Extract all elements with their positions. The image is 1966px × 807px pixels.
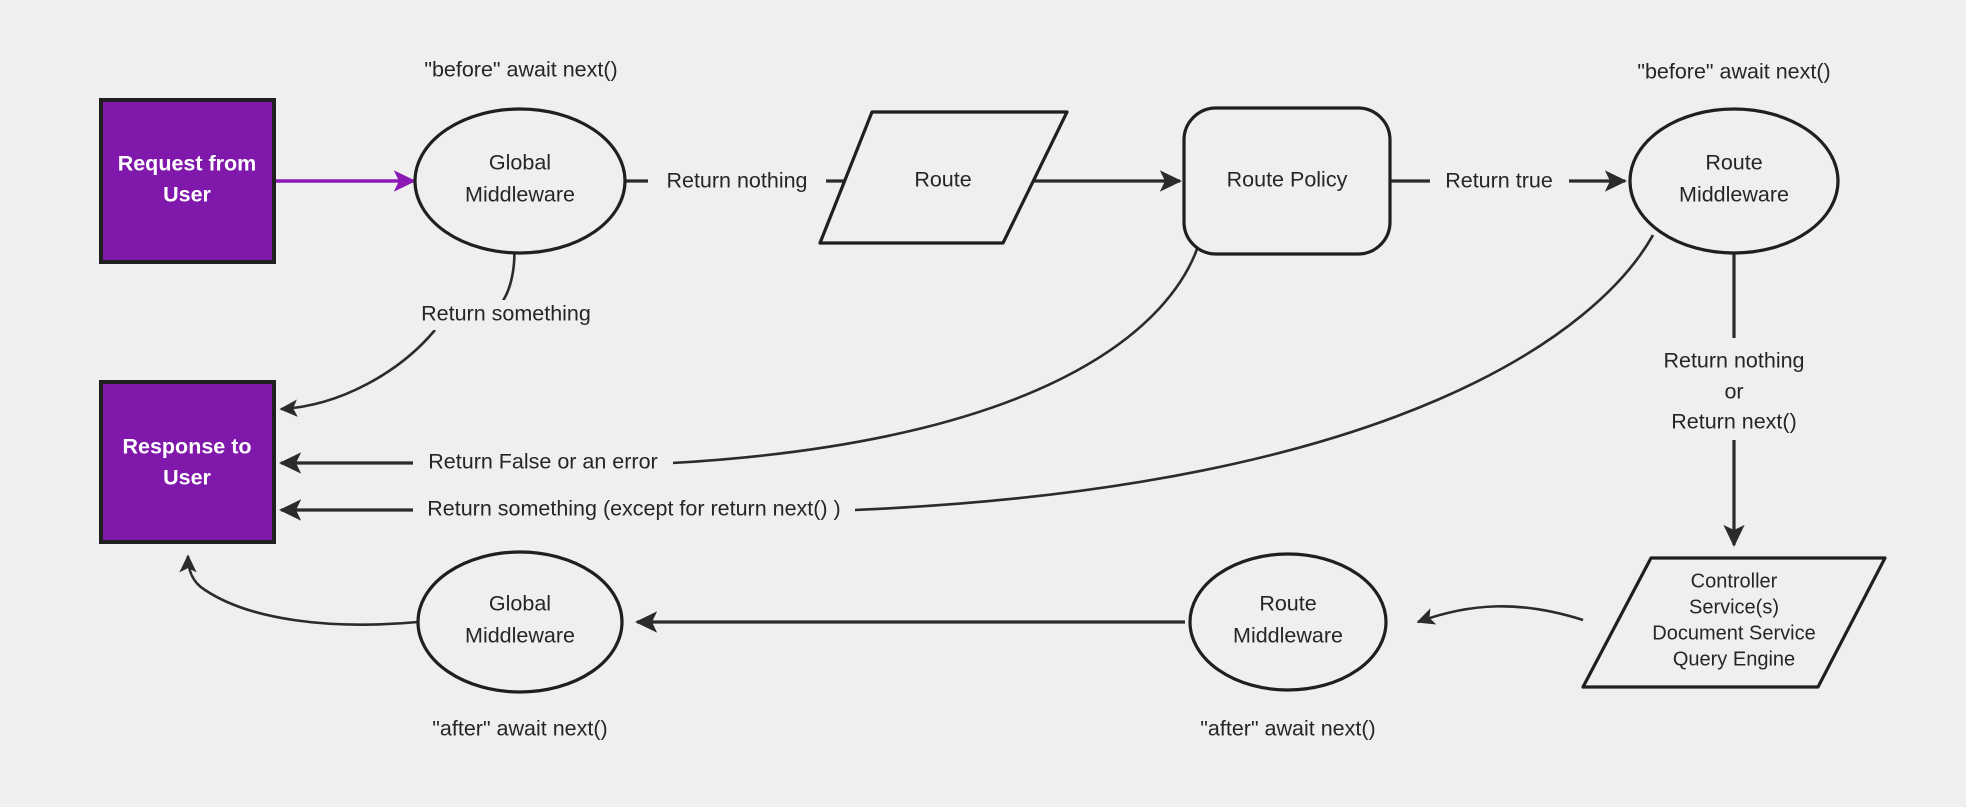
handler-line-query-engine: Query Engine xyxy=(1673,648,1795,670)
edge-label-return-next-line: Return next() xyxy=(1671,410,1796,434)
svg-text:Return true: Return true xyxy=(1445,169,1553,193)
node-route-policy[interactable]: Route Policy xyxy=(1182,106,1392,256)
edge-route-policy-to-response-curve xyxy=(671,236,1203,465)
edge-handler-to-route-middleware-bottom xyxy=(1416,605,1584,625)
annotation-before-global-middleware: "before" await next() xyxy=(424,58,617,82)
global-middleware-bottom-label-line1: Global xyxy=(489,592,551,616)
node-route[interactable]: Route xyxy=(818,110,1069,245)
route-label: Route xyxy=(914,168,971,192)
edge-label-return-something-top: Return something xyxy=(412,300,600,330)
handler-line-controller: Controller xyxy=(1691,570,1778,592)
request-label-line1: Request from xyxy=(118,152,257,176)
response-label-line2: User xyxy=(163,466,211,490)
edge-global-middleware-to-response-return-something xyxy=(279,329,436,417)
global-middleware-top-label-line2: Middleware xyxy=(465,183,575,207)
edge-label-return-nothing-or-next: Return nothing or Return next() xyxy=(1650,340,1820,440)
node-global-middleware-top[interactable]: Global Middleware xyxy=(413,107,627,255)
annotation-before-route-middleware: "before" await next() xyxy=(1637,60,1830,84)
edge-route-middleware-to-response-curve xyxy=(853,234,1655,512)
route-middleware-bottom-label-line2: Middleware xyxy=(1233,624,1343,648)
node-global-middleware-bottom[interactable]: Global Middleware xyxy=(416,550,624,694)
global-middleware-bottom-label-line2: Middleware xyxy=(465,624,575,648)
handler-line-services: Service(s) xyxy=(1689,596,1779,618)
annotation-after-global-middleware: "after" await next() xyxy=(432,717,607,741)
handler-line-document-service: Document Service xyxy=(1652,622,1815,644)
node-route-middleware-bottom[interactable]: Route Middleware xyxy=(1188,552,1388,692)
request-label-line2: User xyxy=(163,183,211,207)
edge-label-return-nothing-line: Return nothing xyxy=(1663,349,1804,373)
node-handler-stack[interactable]: Controller Service(s) Document Service Q… xyxy=(1581,556,1887,689)
svg-text:Return something (except for r: Return something (except for return next… xyxy=(427,497,840,521)
edge-label-return-false-or-error: Return False or an error xyxy=(413,448,673,478)
response-label-line1: Response to xyxy=(122,435,251,459)
node-request-from-user[interactable]: Request from User xyxy=(99,98,276,264)
edge-label-or-line: or xyxy=(1724,380,1743,404)
svg-text:Return False or an error: Return False or an error xyxy=(428,450,657,474)
route-middleware-bottom-label-line1: Route xyxy=(1259,592,1316,616)
svg-text:Return nothing: Return nothing xyxy=(666,169,807,193)
global-middleware-top-label-line1: Global xyxy=(489,151,551,175)
edge-label-return-true: Return true xyxy=(1430,166,1569,196)
annotation-after-route-middleware: "after" await next() xyxy=(1200,717,1375,741)
edge-global-middleware-bottom-to-response xyxy=(179,554,419,626)
svg-text:Return something: Return something xyxy=(421,302,591,326)
node-response-to-user[interactable]: Response to User xyxy=(99,380,276,544)
route-middleware-top-label-line1: Route xyxy=(1705,151,1762,175)
route-middleware-top-label-line2: Middleware xyxy=(1679,183,1789,207)
edge-label-return-nothing: Return nothing xyxy=(648,166,826,196)
edge-label-return-something-except-next: Return something (except for return next… xyxy=(413,495,855,525)
node-route-middleware-top[interactable]: Route Middleware xyxy=(1628,107,1840,255)
route-policy-label: Route Policy xyxy=(1227,168,1348,192)
